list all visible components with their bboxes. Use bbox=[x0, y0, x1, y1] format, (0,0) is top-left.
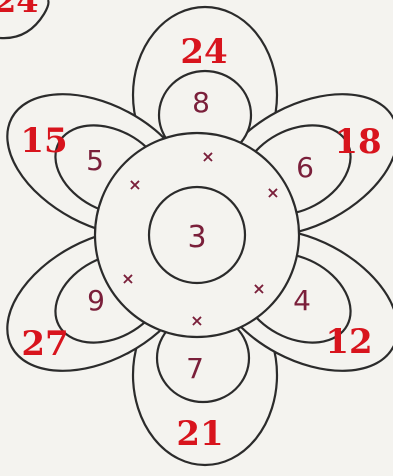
outer-number-bottom: 21 bbox=[176, 414, 223, 454]
inner-number-bottom: 7 bbox=[186, 352, 204, 385]
multiply-sign-lower-left: × bbox=[121, 269, 134, 288]
outer-number-top: 24 bbox=[180, 32, 227, 72]
outer-number-lower-left: 27 bbox=[21, 324, 68, 364]
inner-number-lower-right: 4 bbox=[293, 284, 311, 317]
multiply-sign-upper-left: × bbox=[128, 175, 141, 194]
outer-number-upper-left: 15 bbox=[20, 121, 67, 161]
outer-number-lower-right: 12 bbox=[325, 322, 372, 362]
outer-number-upper-right: 18 bbox=[334, 122, 381, 162]
multiply-sign-top: × bbox=[201, 147, 214, 166]
inner-number-top: 8 bbox=[192, 86, 210, 119]
corner-label: 24 bbox=[0, 0, 39, 20]
multiply-sign-upper-right: × bbox=[266, 183, 279, 202]
center-value: 3 bbox=[187, 220, 206, 255]
inner-number-upper-right: 6 bbox=[296, 151, 314, 184]
multiply-sign-lower-right: × bbox=[252, 279, 265, 298]
inner-number-upper-left: 5 bbox=[86, 144, 104, 177]
multiply-sign-bottom: × bbox=[190, 311, 203, 330]
inner-number-lower-left: 9 bbox=[87, 284, 105, 317]
